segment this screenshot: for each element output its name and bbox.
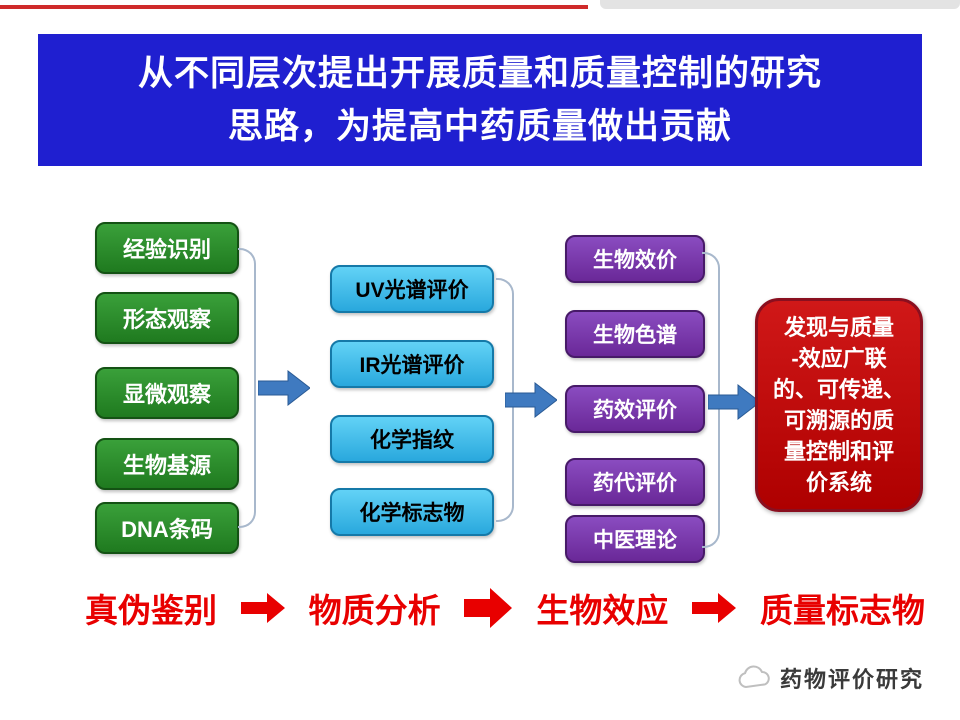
result-box: 发现与质量 -效应广联 的、可传递、 可溯源的质 量控制和评 价系统 — [755, 298, 923, 512]
flow-step-4: 质量标志物 — [759, 592, 925, 629]
biological-box-1: 生物效价 — [565, 235, 705, 283]
biological-box-2: 生物色谱 — [565, 310, 705, 358]
title-line-2: 思路，为提高中药质量做出贡献 — [227, 107, 732, 146]
flow-step-2: 物质分析 — [308, 592, 441, 629]
cloud-icon — [738, 665, 770, 689]
identification-box-5: DNA条码 — [95, 502, 239, 554]
bottom-flow: 真伪鉴别 物质分析 生物效应 质量标志物 — [85, 580, 925, 636]
biological-box-3: 药效评价 — [565, 385, 705, 433]
red-arrow-icon-1 — [240, 593, 285, 623]
watermark-text: 药物评价研究 — [779, 667, 924, 692]
identification-box-3: 显微观察 — [95, 367, 239, 419]
identification-group-bracket — [238, 248, 256, 528]
flow-step-3: 生物效应 — [536, 592, 669, 629]
result-line-6: 价系统 — [805, 470, 872, 495]
title-banner: 从不同层次提出开展质量和质量控制的研究 思路，为提高中药质量做出贡献 — [38, 34, 922, 166]
identification-box-1: 经验识别 — [95, 222, 239, 274]
top-edge-red-line — [0, 5, 588, 9]
result-line-4: 可溯源的质 — [783, 408, 894, 433]
chemical-box-3: 化学指纹 — [330, 415, 494, 463]
blue-arrow-icon-2 — [505, 381, 557, 419]
red-arrow-icon-2 — [464, 588, 513, 628]
red-arrow-icon-3 — [692, 593, 737, 623]
result-line-3: 的、可传递、 — [772, 377, 905, 402]
result-line-1: 发现与质量 — [783, 315, 894, 340]
biological-box-5: 中医理论 — [565, 515, 705, 563]
identification-box-4: 生物基源 — [95, 438, 239, 490]
result-line-2: -效应广联 — [791, 346, 887, 371]
identification-box-2: 形态观察 — [95, 292, 239, 344]
result-line-5: 量控制和评 — [783, 439, 894, 464]
biological-box-4: 药代评价 — [565, 458, 705, 506]
watermark: 药物评价研究 — [736, 658, 924, 698]
top-edge-gray-line — [600, 0, 960, 9]
blue-arrow-icon-3 — [708, 383, 760, 421]
flow-step-1: 真伪鉴别 — [85, 592, 217, 629]
chemical-box-1: UV光谱评价 — [330, 265, 494, 313]
blue-arrow-icon-1 — [258, 369, 310, 407]
chemical-box-4: 化学标志物 — [330, 488, 494, 536]
title-line-1: 从不同层次提出开展质量和质量控制的研究 — [137, 53, 822, 93]
chemical-box-2: IR光谱评价 — [330, 340, 494, 388]
